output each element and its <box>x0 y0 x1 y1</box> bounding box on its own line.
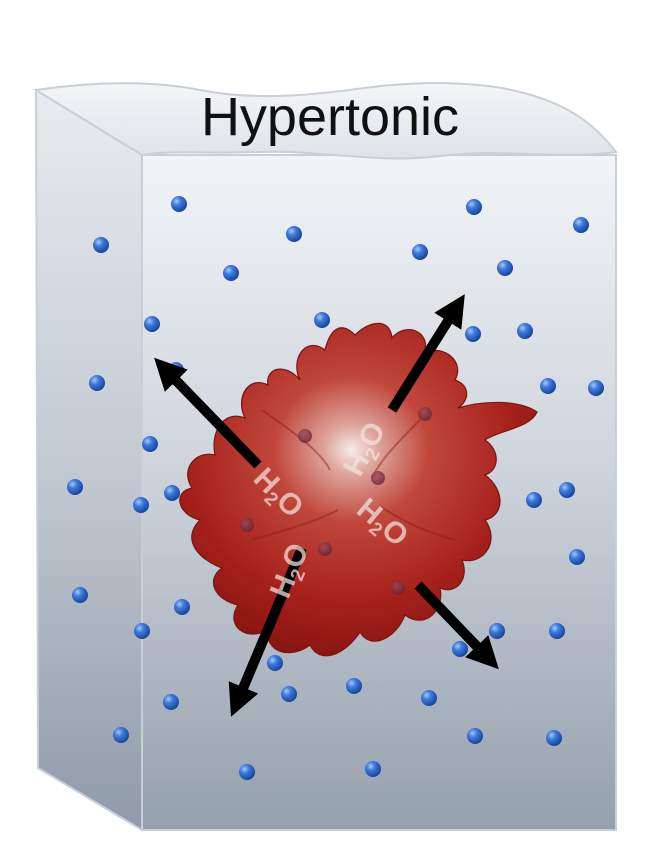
solute-particle-icon <box>286 226 302 242</box>
solute-particle-icon <box>67 479 83 495</box>
solute-particle-icon <box>559 482 575 498</box>
container-side-face <box>34 88 143 832</box>
solute-particle-icon <box>133 497 149 513</box>
solute-particle-icon <box>467 728 483 744</box>
solute-particle-icon <box>314 312 330 328</box>
inner-solute-particle-icon <box>418 407 432 421</box>
solute-particle-icon <box>113 727 129 743</box>
water-outflow-arrow-icon <box>228 546 307 717</box>
container-top-surface <box>33 82 618 160</box>
solute-particle-icon <box>421 690 437 706</box>
solute-particle-icon <box>365 761 381 777</box>
solute-particle-icon <box>346 678 362 694</box>
solute-particle-icon <box>573 217 589 233</box>
solute-particle-icon <box>164 485 180 501</box>
solute-particle-icon <box>452 641 468 657</box>
water-outflow-arrow-icon <box>387 294 465 413</box>
water-outflow-arrow-icon <box>154 357 262 469</box>
solute-particle-icon <box>412 244 428 260</box>
solute-particle-icon <box>267 655 283 671</box>
solute-particle-icon <box>239 764 255 780</box>
inner-solute-particle-icon <box>298 429 312 443</box>
solute-particle-icon <box>144 316 160 332</box>
solute-particle-icon <box>163 694 179 710</box>
solute-particle-icon <box>569 549 585 565</box>
solute-particle-icon <box>465 326 481 342</box>
solute-particle-icon <box>526 492 542 508</box>
solute-particle-icon <box>497 260 513 276</box>
solute-particle-icon <box>588 380 604 396</box>
solute-particle-icon <box>171 196 187 212</box>
solute-particle-icon <box>223 265 239 281</box>
shrunken-red-blood-cell-icon <box>179 322 538 657</box>
water-outflow-arrows <box>154 294 499 717</box>
solute-particle-icon <box>489 623 505 639</box>
solute-particle-icon <box>549 623 565 639</box>
solute-particle-icon <box>134 623 150 639</box>
water-outflow-arrow-icon <box>414 581 499 670</box>
solute-particles <box>67 196 604 780</box>
solute-particle-icon <box>517 323 533 339</box>
inner-solute-particle-icon <box>318 542 332 556</box>
solute-particle-icon <box>546 730 562 746</box>
solute-particle-icon <box>466 199 482 215</box>
solute-particle-icon <box>540 378 556 394</box>
inner-solute-particle-icon <box>391 581 405 595</box>
inner-solute-particle-icon <box>240 518 254 532</box>
solute-particle-icon <box>281 686 297 702</box>
solute-particle-icon <box>89 375 105 391</box>
inner-solute-particle-icon <box>371 471 385 485</box>
solute-particle-icon <box>72 587 88 603</box>
solute-particle-icon <box>142 436 158 452</box>
solute-particle-icon <box>93 237 109 253</box>
solute-particle-icon <box>174 599 190 615</box>
diagram-title: Hypertonic <box>201 87 459 147</box>
